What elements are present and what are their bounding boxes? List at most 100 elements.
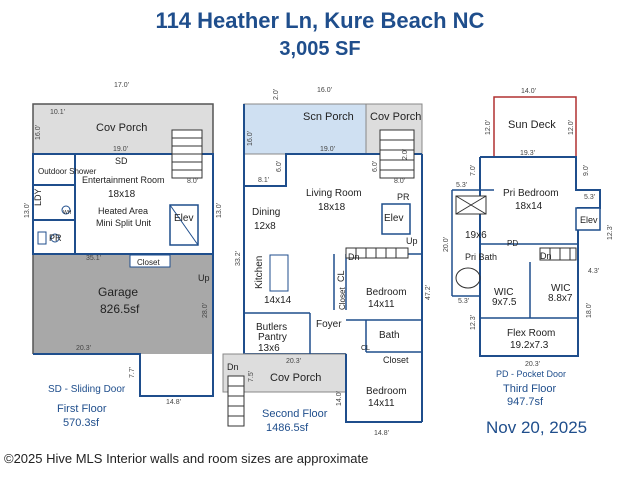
dim-third-12-left: 12.0' bbox=[485, 120, 492, 135]
dim-third-14: 14.0' bbox=[521, 88, 536, 95]
dim-second-203: 20.3' bbox=[286, 358, 301, 365]
outdoor-shower-label: Outdoor Shower bbox=[38, 167, 97, 176]
dim-second-332: 33.2' bbox=[235, 251, 242, 266]
primary-bedroom-size: 18x14 bbox=[515, 201, 543, 212]
laundry-label: LDY bbox=[33, 188, 43, 206]
third-floor-plan bbox=[451, 96, 601, 357]
water-heater-label: WH bbox=[63, 210, 72, 216]
dim-second-19: 19.0' bbox=[320, 146, 335, 153]
stair-up-label: Up bbox=[198, 273, 210, 283]
dim-second-148: 14.8' bbox=[374, 430, 389, 437]
dim-third-203: 20.3' bbox=[525, 361, 540, 368]
dim-second-6-right: 6.0' bbox=[372, 161, 379, 172]
bath-size: 19x6 bbox=[465, 230, 487, 241]
dim-first-19: 19.0' bbox=[113, 146, 128, 153]
cov-porch-top-label: Cov Porch bbox=[370, 111, 421, 123]
cl-label: CL bbox=[336, 270, 346, 282]
dim-second-8: 8.0' bbox=[394, 178, 405, 185]
first-floor-name: First Floor bbox=[57, 403, 107, 415]
third-floor-area: 947.7sf bbox=[507, 396, 544, 408]
dim-first-35: 35.1' bbox=[86, 255, 101, 262]
dim-third-9: 9.0' bbox=[583, 165, 590, 176]
pocket-door-label: PD bbox=[507, 239, 518, 248]
wic-two-label: WIC bbox=[551, 283, 570, 294]
closet-horizontal-label: Closet bbox=[383, 355, 409, 365]
dim-first-left: 13.0' bbox=[24, 203, 31, 218]
dim-second-81: 8.1' bbox=[258, 177, 269, 184]
living-room-size: 18x18 bbox=[318, 202, 346, 213]
third-floor-dimensions: 14.0' 12.0' 12.0' 19.3' 5.3' 9.0' 5.3' 7… bbox=[443, 88, 614, 368]
address-title: 114 Heather Ln, Kure Beach NC bbox=[155, 8, 485, 33]
flex-room-size: 19.2x7.3 bbox=[510, 340, 549, 351]
flex-room-label: Flex Room bbox=[507, 328, 555, 339]
bedroom-one-size: 14x11 bbox=[368, 299, 395, 310]
first-floor-plan bbox=[32, 103, 214, 397]
first-floor-area: 570.3sf bbox=[63, 417, 100, 429]
stair-down-label: Dn bbox=[348, 252, 360, 262]
dim-porch-height: 16.0' bbox=[35, 125, 42, 140]
bath-label: Bath bbox=[379, 330, 400, 341]
second-floor-labels: Scn Porch Cov Porch Living Room 18x18 Di… bbox=[227, 111, 421, 409]
dim-first-right: 13.0' bbox=[216, 203, 223, 218]
entertainment-room-label: Entertainment Room bbox=[82, 175, 165, 185]
pantry-label: Pantry bbox=[258, 332, 287, 343]
cov-porch-label: Cov Porch bbox=[96, 122, 147, 134]
dim-third-53-bottom: 5.3' bbox=[458, 298, 469, 305]
screen-porch-label: Scn Porch bbox=[303, 111, 354, 123]
dining-size: 12x8 bbox=[254, 221, 276, 232]
dim-third-193: 19.3' bbox=[520, 150, 535, 157]
dim-third-43: 4.3' bbox=[588, 268, 599, 275]
elevator-label: Elev bbox=[384, 213, 403, 224]
closet-vertical-label: Closet bbox=[338, 287, 347, 310]
mini-split-label: Mini Split Unit bbox=[96, 218, 152, 228]
second-floor-dimensions: 2.0' 16.0' 16.0' 19.0' 6.0' 8.1' 6.0' 8.… bbox=[235, 87, 432, 437]
stair-up-label: Up bbox=[406, 236, 418, 246]
third-floor-labels: Sun Deck Pri Bedroom 18x14 Elev 19x6 PD … bbox=[465, 119, 598, 351]
dim-third-7: 7.0' bbox=[470, 165, 477, 176]
second-floor-area: 1486.5sf bbox=[266, 422, 309, 434]
garage-area bbox=[33, 254, 213, 354]
wic-two-size: 8.8x7 bbox=[548, 293, 573, 304]
kitchen-label: Kitchen bbox=[254, 256, 265, 289]
dim-first-77: 7.7' bbox=[129, 367, 136, 378]
dim-third-20: 20.0' bbox=[443, 237, 450, 252]
dim-third-123-right: 12.3' bbox=[607, 225, 614, 240]
living-room-label: Living Room bbox=[306, 188, 362, 199]
dim-third-18: 18.0' bbox=[586, 303, 593, 318]
dim-third-53-right: 5.3' bbox=[584, 194, 595, 201]
dim-first-8: 8.0' bbox=[187, 178, 198, 185]
stair-down-two-label: Dn bbox=[227, 362, 239, 372]
powder-room-label: PR bbox=[397, 192, 410, 202]
dim-first-bottom: 14.8' bbox=[166, 399, 181, 406]
dim-second-2-b: 2.0' bbox=[402, 149, 409, 160]
dim-second-16: 16.0' bbox=[317, 87, 332, 94]
kitchen-size: 14x14 bbox=[264, 295, 292, 306]
second-floor-plan bbox=[222, 103, 423, 427]
copyright-footer: ©2025 Hive MLS Interior walls and room s… bbox=[4, 451, 369, 466]
sliding-door-label: SD bbox=[115, 156, 128, 166]
bedroom-one-label: Bedroom bbox=[366, 287, 407, 298]
sun-deck-label: Sun Deck bbox=[508, 119, 556, 131]
dim-third-53: 5.3' bbox=[456, 182, 467, 189]
cov-porch-bottom-label: Cov Porch bbox=[270, 372, 321, 384]
primary-bath-label: Pri Bath bbox=[465, 252, 497, 262]
sliding-door-legend: SD - Sliding Door bbox=[48, 384, 126, 395]
dim-first-top: 17.0' bbox=[114, 82, 129, 89]
total-square-feet: 3,005 SF bbox=[279, 38, 361, 60]
dining-label: Dining bbox=[252, 207, 280, 218]
pantry-size: 13x6 bbox=[258, 343, 280, 354]
dim-second-75: 7.5' bbox=[248, 371, 255, 382]
entertainment-room-size: 18x18 bbox=[108, 189, 136, 200]
elevator-label: Elev bbox=[174, 213, 193, 224]
powder-room-label: PR bbox=[49, 233, 62, 243]
plan-date: Nov 20, 2025 bbox=[486, 418, 588, 437]
stair-down-label: Dn bbox=[540, 251, 552, 261]
wic-one-size: 9x7.5 bbox=[492, 297, 517, 308]
dim-porch-width: 10.1' bbox=[50, 109, 65, 116]
bedroom-two-label: Bedroom bbox=[366, 386, 407, 397]
dim-second-6: 6.0' bbox=[276, 161, 283, 172]
garage-size: 826.5sf bbox=[100, 302, 140, 316]
dim-first-28: 28.0' bbox=[202, 303, 209, 318]
